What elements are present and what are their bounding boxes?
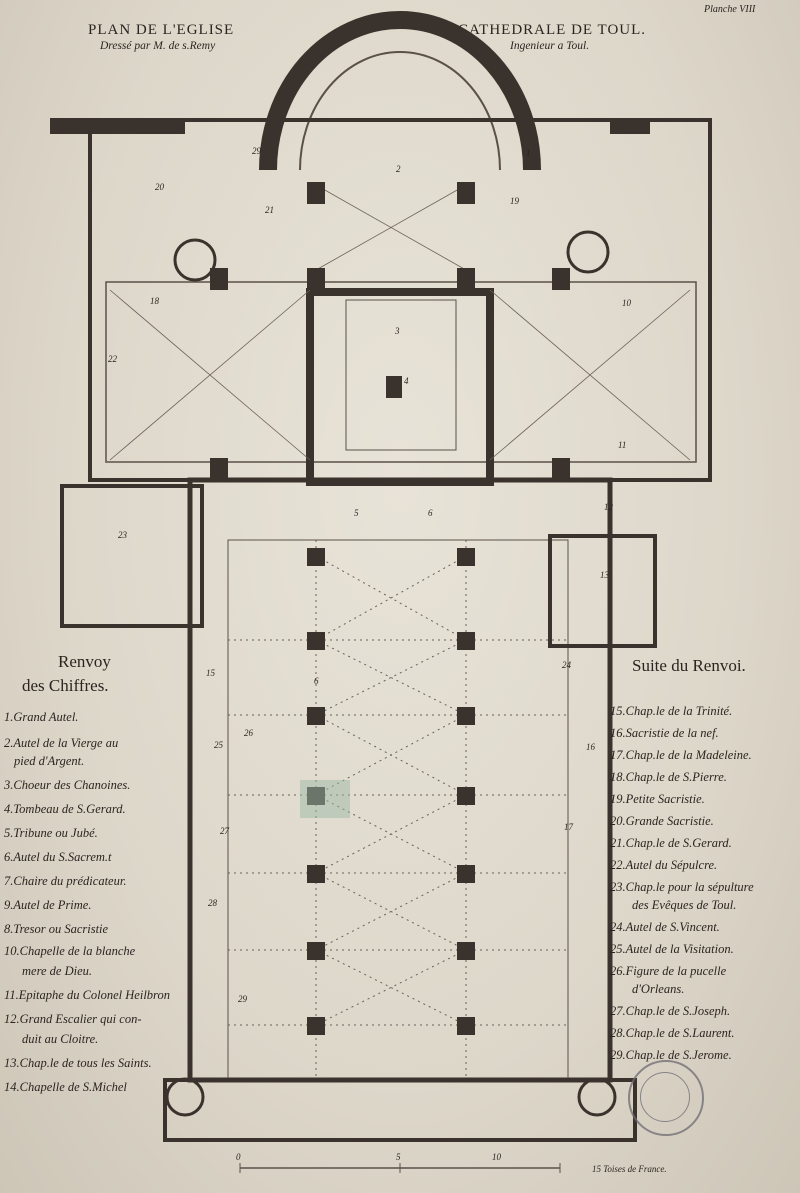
legend-left-item: 13.Chap.le de tous les Saints.	[4, 1056, 152, 1070]
library-stamp-inner	[640, 1072, 690, 1122]
legend-right-item: des Evêques de Toul.	[632, 898, 737, 912]
plan-number: 11	[618, 440, 627, 450]
subtitle-right: Ingenieur a Toul.	[510, 40, 590, 52]
plan-number: 19	[510, 196, 519, 206]
plan-number: 10	[622, 298, 631, 308]
legend-right-item: 19.Petite Sacristie.	[610, 792, 705, 806]
plan-number: 2	[396, 164, 401, 174]
library-stamp	[628, 1060, 704, 1136]
plan-number: 6	[428, 508, 433, 518]
legend-left-heading-2: des Chiffres.	[22, 676, 109, 695]
legend-left-item: 2.Autel de la Vierge au	[4, 736, 119, 750]
legend-left-item: duit au Cloitre.	[22, 1032, 99, 1046]
legend-right-item: 20.Grande Sacristie.	[610, 814, 714, 828]
plan-number: 21	[265, 205, 274, 215]
legend-right-item: 29.Chap.le de S.Jerome.	[610, 1048, 732, 1062]
plan-number: 5	[354, 508, 359, 518]
legend-left-item: 14.Chapelle de S.Michel	[4, 1080, 127, 1094]
plan-number: 28	[208, 898, 217, 908]
legend-right-item: 25.Autel de la Visitation.	[610, 942, 734, 956]
legend-right-item: 23.Chap.le pour la sépulture	[610, 880, 754, 894]
plan-number: 12	[604, 502, 613, 512]
plan-number: 25	[214, 740, 223, 750]
scale-tick: 5	[396, 1152, 401, 1162]
legend-right-item: 15.Chap.le de la Trinité.	[610, 704, 733, 718]
legend-right-item: 24.Autel de S.Vincent.	[610, 920, 720, 934]
legend-right-item: 27.Chap.le de S.Joseph.	[610, 1004, 731, 1018]
title-left: PLAN DE L'EGLISE	[88, 22, 235, 38]
scale-label: 15 Toises de France.	[592, 1164, 667, 1174]
plan-number: 6	[314, 676, 319, 686]
legend-right-item: d'Orleans.	[632, 982, 685, 996]
scale-tick: 10	[492, 1152, 501, 1162]
legend-right-item: 17.Chap.le de la Madeleine.	[610, 748, 752, 762]
legend-left-item: 8.Tresor ou Sacristie	[4, 922, 109, 936]
plan-number: 3	[395, 326, 400, 336]
plan-number: 29	[252, 146, 261, 156]
title-right: CATHEDRALE DE TOUL.	[458, 22, 647, 38]
legend-left-item: 6.Autel du S.Sacrem.t	[4, 850, 112, 864]
plan-number: 15	[206, 668, 215, 678]
legend-left-item: 11.Epitaphe du Colonel Heilbron	[4, 988, 170, 1002]
subtitle-left: Dressé par M. de s.Remy	[100, 40, 216, 52]
plan-number: 18	[150, 296, 159, 306]
legend-right-item: 28.Chap.le de S.Laurent.	[610, 1026, 735, 1040]
legend-right-heading: Suite du Renvoi.	[632, 656, 746, 675]
plan-number: 22	[108, 354, 117, 364]
legend-left-item: 10.Chapelle de la blanche	[4, 944, 136, 958]
legend-left-item: pied d'Argent.	[14, 754, 85, 768]
legend-left-item: 9.Autel de Prime.	[4, 898, 92, 912]
plan-number: 23	[118, 530, 127, 540]
legend-left-item: 12.Grand Escalier qui con-	[4, 1012, 142, 1026]
legend-left-heading-1: Renvoy	[58, 652, 111, 671]
legend-right-item: 21.Chap.le de S.Gerard.	[610, 836, 732, 850]
plan-number: 16	[586, 742, 595, 752]
plan-number: 24	[562, 660, 571, 670]
plan-number: 29	[238, 994, 247, 1004]
legend-right-item: 26.Figure de la pucelle	[610, 964, 727, 978]
plan-number: 17	[564, 822, 573, 832]
plan-number: 20	[155, 182, 164, 192]
legend-left-item: mere de Dieu.	[22, 964, 92, 978]
legend-right-item: 22.Autel du Sépulcre.	[610, 858, 718, 872]
plan-number: 13	[600, 570, 609, 580]
plan-number: 4	[404, 376, 409, 386]
planche-label: Planche VIII	[704, 4, 756, 15]
legend-left-item: 3.Choeur des Chanoines.	[4, 778, 131, 792]
plan-number: 27	[220, 826, 229, 836]
legend-left-item: 4.Tombeau de S.Gerard.	[4, 802, 126, 816]
plan-number: 26	[244, 728, 253, 738]
legend-left-item: 5.Tribune ou Jubé.	[4, 826, 98, 840]
legend-left-item: 1.Grand Autel.	[4, 710, 79, 724]
legend-right-item: 18.Chap.le de S.Pierre.	[610, 770, 727, 784]
legend-right-item: 16.Sacristie de la nef.	[610, 726, 719, 740]
scale-tick: 0	[236, 1152, 241, 1162]
plan-number: 1	[526, 148, 531, 158]
legend-left-item: 7.Chaire du prédicateur.	[4, 874, 127, 888]
